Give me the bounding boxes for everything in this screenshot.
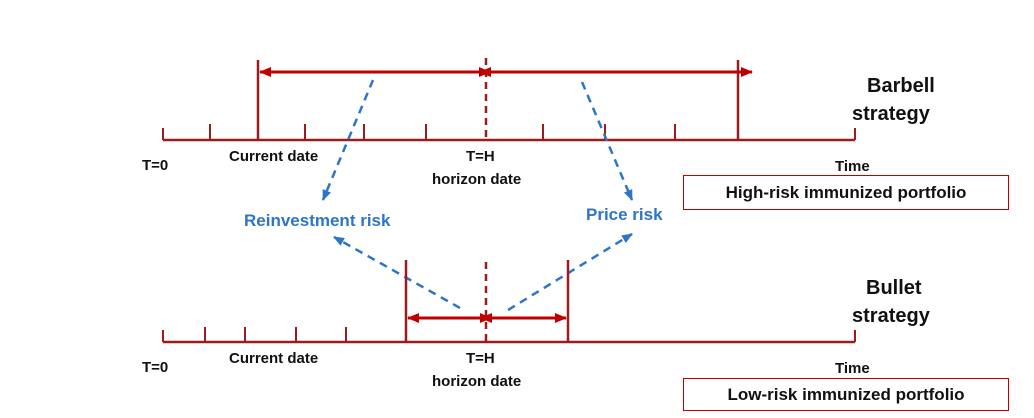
price-risk-arrow-up: [507, 232, 633, 312]
low-risk-portfolio-label: Low-risk immunized portfolio: [727, 384, 965, 404]
reinvestment-risk-label: Reinvestment risk: [244, 211, 391, 230]
bullet-title-line1: Bullet: [866, 277, 922, 299]
bullet-title-line2: strategy: [852, 305, 931, 327]
reinvestment-risk-arrow-down: [321, 79, 375, 201]
barbell-t0-label: T=0: [142, 157, 168, 174]
price-risk-arrow-down: [580, 81, 634, 201]
bullet-current-date-label: Current date: [229, 350, 318, 367]
barbell-th-label: T=H: [466, 148, 495, 165]
barbell-current-date-label: Current date: [229, 148, 318, 165]
risk-arrows: [321, 79, 634, 312]
barbell-ticks: [162, 124, 856, 140]
high-risk-portfolio-box: High-risk immunized portfolio: [683, 175, 1009, 210]
bullet-ticks: [162, 327, 856, 342]
high-risk-portfolio-label: High-risk immunized portfolio: [725, 182, 967, 202]
bullet-th-label: T=H: [466, 350, 495, 367]
barbell-title-line1: Barbell: [867, 75, 935, 97]
bullet-horizon-date-label: horizon date: [432, 373, 521, 390]
barbell-timeline: [162, 58, 856, 142]
bullet-timeline: [162, 260, 856, 344]
reinvestment-risk-arrow-up: [333, 235, 461, 310]
barbell-horizon-date-label: horizon date: [432, 171, 521, 188]
low-risk-portfolio-box: Low-risk immunized portfolio: [683, 378, 1009, 411]
price-risk-label: Price risk: [586, 205, 663, 224]
barbell-time-label: Time: [835, 158, 870, 175]
bullet-t0-label: T=0: [142, 359, 168, 376]
bullet-time-label: Time: [835, 360, 870, 377]
barbell-title-line2: strategy: [852, 103, 931, 125]
